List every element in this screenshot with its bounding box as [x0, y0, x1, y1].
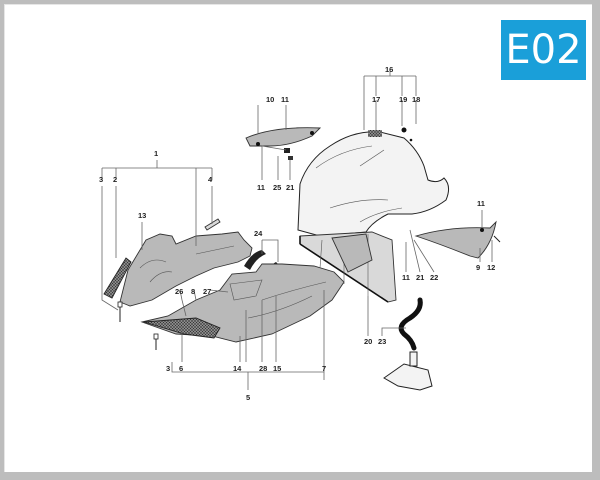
label-2: 2 [113, 175, 117, 184]
label-1: 1 [154, 149, 158, 158]
label-21-tank: 21 [416, 273, 424, 282]
tank-filler-mesh [368, 130, 382, 137]
label-25: 25 [273, 183, 281, 192]
label-14: 14 [233, 364, 242, 373]
label-7: 7 [322, 364, 326, 373]
label-5: 5 [246, 393, 250, 402]
top-side-panel [245, 127, 322, 147]
label-6: 6 [179, 364, 183, 373]
section-code-badge: E02 [501, 20, 586, 80]
left-mesh-panel [103, 257, 132, 299]
label-3-upper: 3 [99, 175, 103, 184]
label-11-left: 11 [257, 183, 265, 192]
hose [398, 297, 423, 351]
label-20: 20 [364, 337, 372, 346]
label-28: 28 [259, 364, 267, 373]
label-21-top: 21 [286, 183, 294, 192]
label-10: 10 [266, 95, 274, 104]
label-22: 22 [430, 273, 438, 282]
label-9: 9 [476, 263, 480, 272]
filter-housing [383, 363, 433, 391]
label-11-tank: 11 [402, 273, 410, 282]
label-27: 27 [203, 287, 211, 296]
label-26: 26 [175, 287, 183, 296]
label-16: 16 [385, 65, 393, 74]
rubber-sleeve-1 [244, 250, 266, 270]
leader-lines [101, 70, 493, 390]
label-13: 13 [138, 211, 146, 220]
label-17: 17 [372, 95, 380, 104]
label-3-lower: 3 [166, 364, 170, 373]
callout-labels: 1 2 3 4 13 10 11 11 25 21 16 17 19 18 11… [99, 65, 495, 402]
label-19: 19 [399, 95, 407, 104]
label-11-top: 11 [281, 95, 289, 104]
label-12: 12 [487, 263, 495, 272]
label-24: 24 [254, 229, 263, 238]
fuel-tank [297, 131, 450, 237]
label-11-right: 11 [477, 199, 485, 208]
label-15: 15 [273, 364, 281, 373]
small-strip [204, 218, 221, 231]
label-4: 4 [208, 175, 213, 184]
right-side-panel [414, 220, 497, 259]
left-air-duct [119, 231, 253, 307]
label-18: 18 [412, 95, 420, 104]
label-23: 23 [378, 337, 386, 346]
inner-mesh-window [331, 233, 373, 273]
label-8: 8 [191, 287, 195, 296]
